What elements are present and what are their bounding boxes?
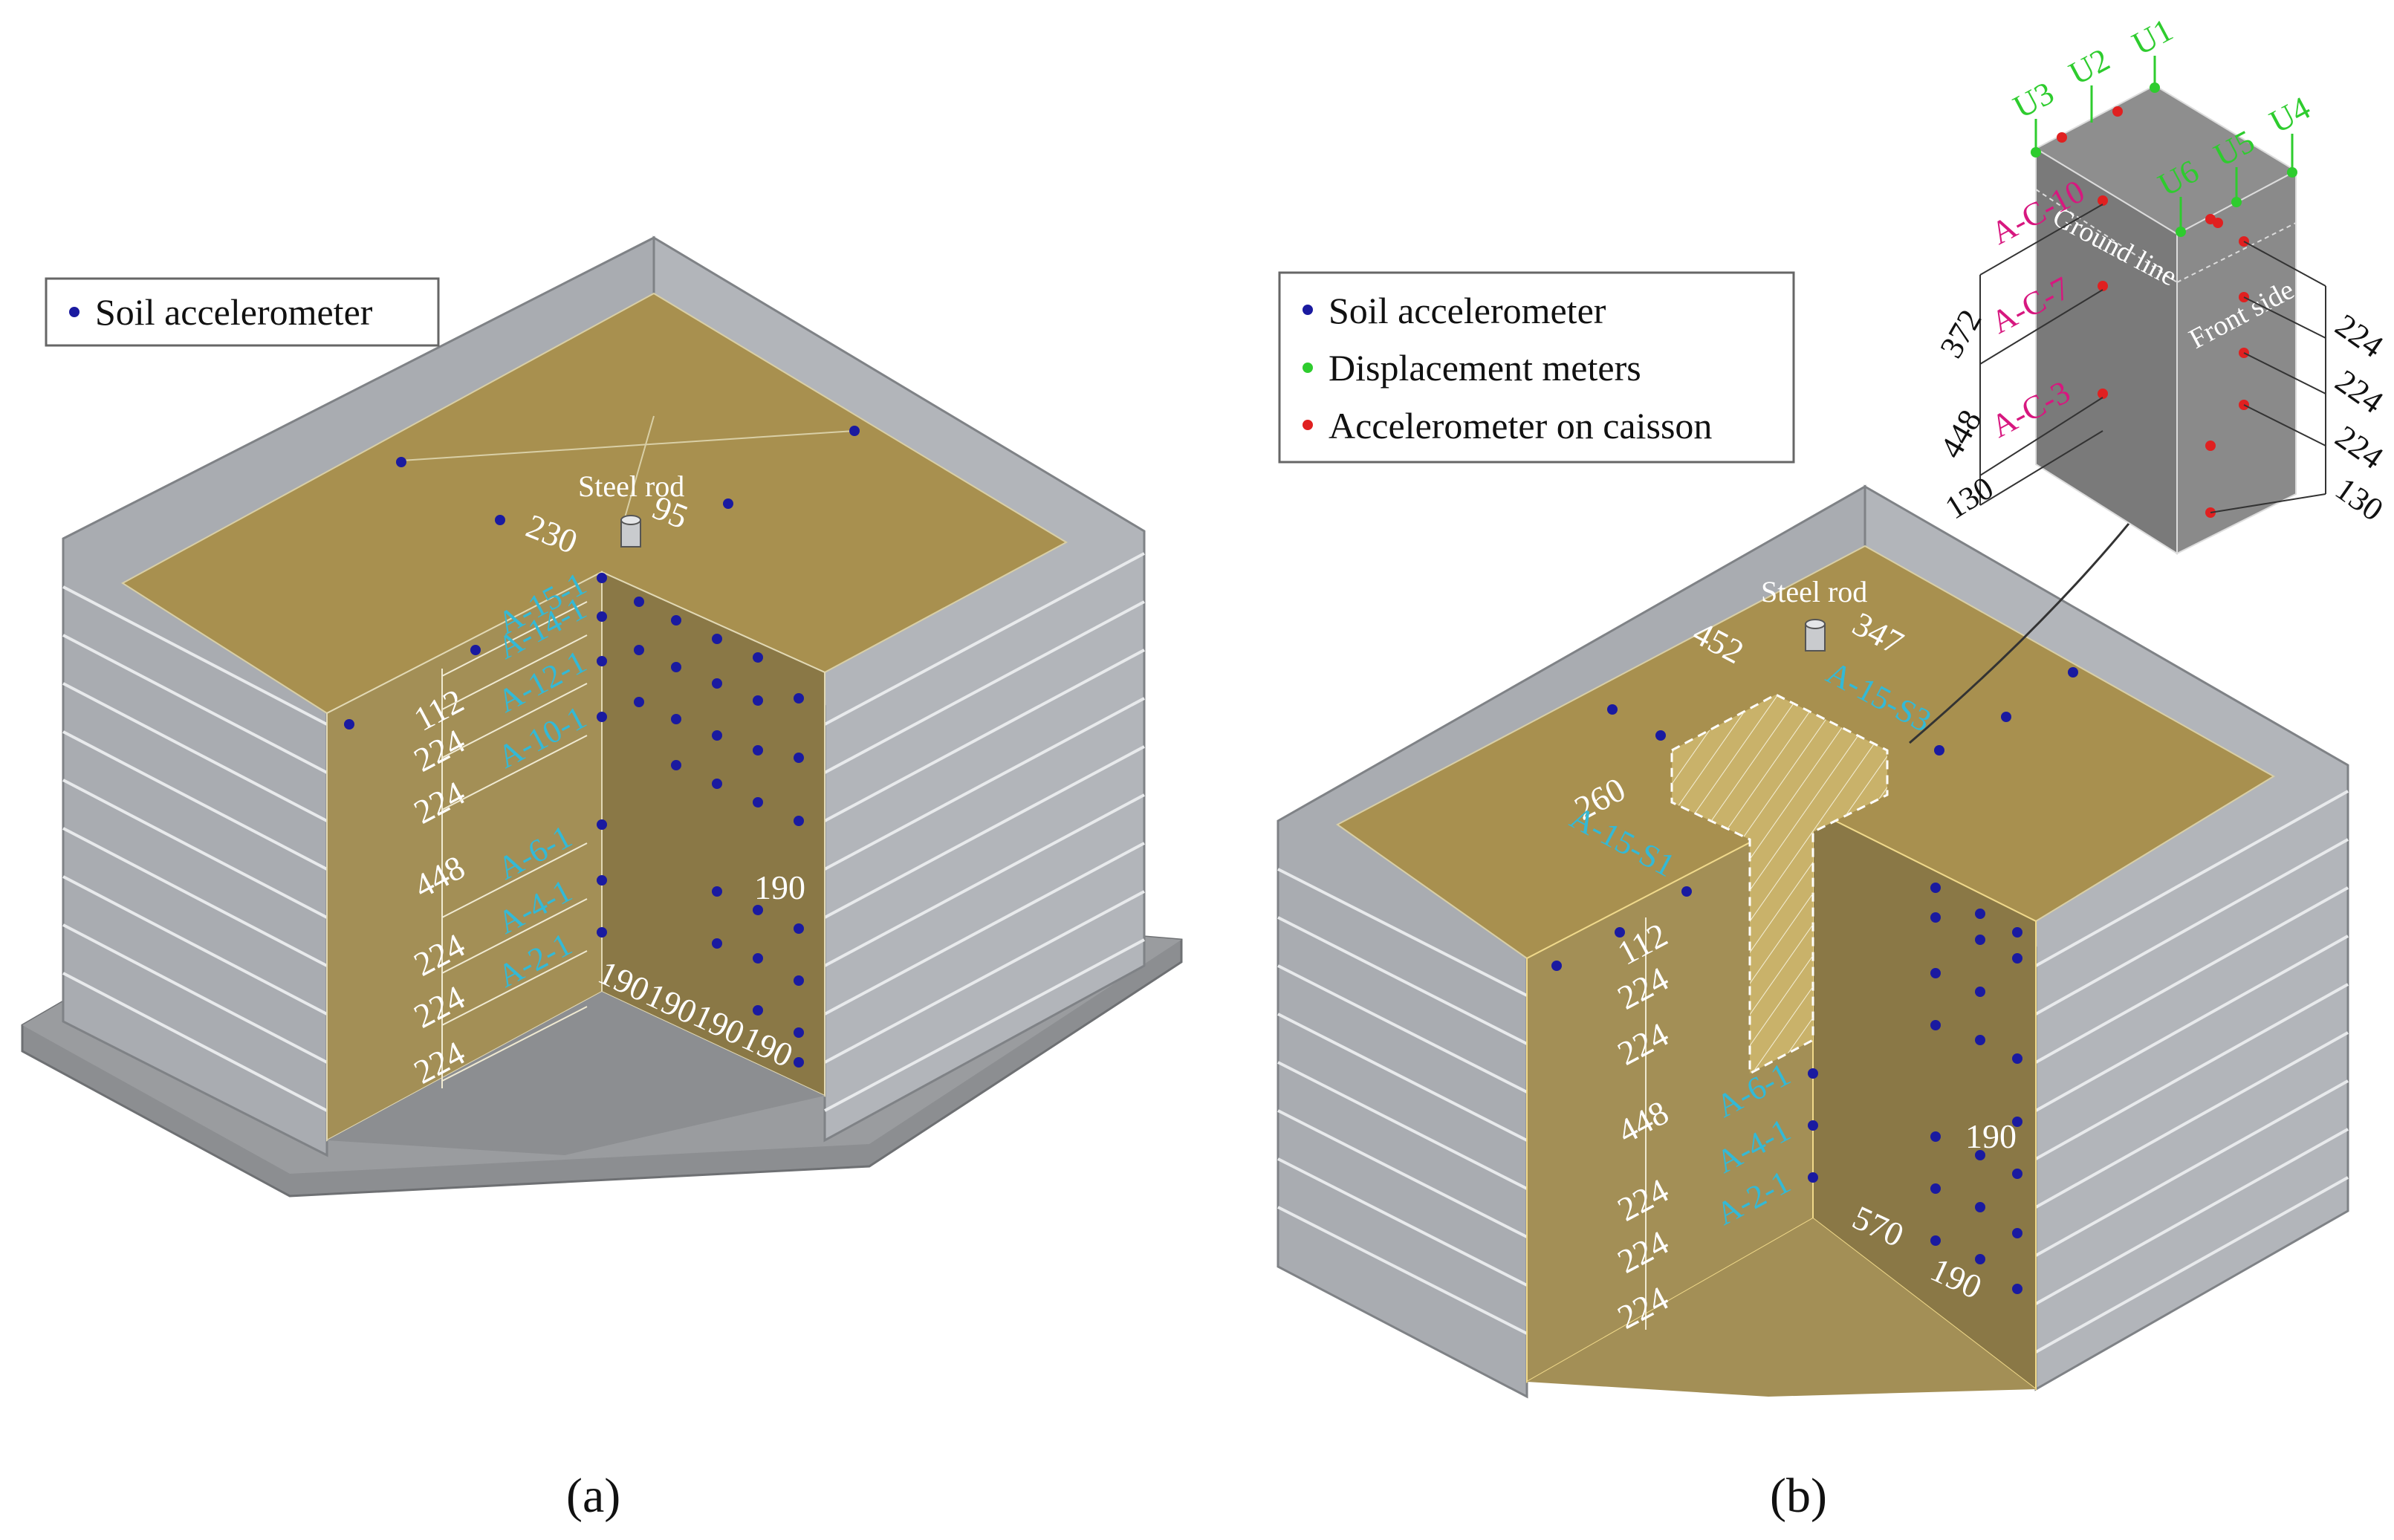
panel-b-label: (b) [1770, 1469, 1827, 1523]
right-wall-stripes [824, 552, 1145, 1112]
steel-rod [620, 515, 641, 548]
soil-accelerometers-b [1551, 667, 2078, 1294]
inset-left-dim-lines [1979, 204, 2103, 506]
svg-text:U2: U2 [2063, 41, 2115, 92]
legend-b-disp: Displacement meters [1329, 347, 1641, 389]
disp-meter-dots [2031, 82, 2297, 237]
left-dim-ticks [441, 601, 588, 1082]
left-wall-stripes-b [1277, 868, 1528, 1335]
legend-soil-dot [69, 307, 80, 317]
steel-rod-label-b: Steel rod [1761, 575, 1867, 608]
caisson-accelerometers [2057, 106, 2249, 518]
legend-b-soil: Soil accelerometer [1329, 290, 1606, 331]
legend-b: Soil accelerometer Displacement meters A… [1278, 271, 1795, 464]
right-wall-stripes-b [2035, 790, 2349, 1354]
steel-rod-label: Steel rod [578, 470, 684, 503]
side-dim-b: 190 [1965, 1117, 2017, 1155]
cut-floor [327, 992, 825, 1155]
left-wall-stripes [62, 585, 328, 1112]
svg-text:224: 224 [2329, 418, 2390, 476]
side-dim-a: 190 [754, 868, 805, 906]
steel-rod-b [1805, 619, 1826, 652]
cut-floor-b [1527, 1218, 2036, 1397]
svg-text:130: 130 [2329, 470, 2390, 528]
svg-text:224: 224 [2329, 307, 2390, 365]
disp-meter-leaders [2034, 56, 2294, 230]
legend-a: Soil accelerometer [45, 277, 440, 347]
inset-right-dim-lines [2210, 241, 2326, 513]
panel-a: Steel rod 230 95 112 224 224 448 224 224… [21, 235, 1183, 1523]
svg-text:224: 224 [2329, 363, 2390, 420]
svg-text:U3: U3 [2008, 74, 2060, 126]
legend-soil-label: Soil accelerometer [95, 291, 373, 333]
inset-right-dims: 224 224 224 130 [2329, 307, 2390, 528]
panel-a-label: (a) [566, 1469, 620, 1523]
caisson-inset: Ground line Front side U3 U2 U1 U4 U5 U6 [1933, 11, 2390, 555]
legend-b-caisson: Accelerometer on caisson [1329, 405, 1712, 446]
svg-text:U1: U1 [2127, 11, 2179, 62]
soil-accelerometers-a [344, 426, 860, 1068]
svg-text:U4: U4 [2264, 89, 2316, 140]
svg-text:130: 130 [1939, 470, 1999, 527]
caisson-cut [1670, 693, 1889, 1076]
panel-b: Steel rod 452 347 260 A-15-S3 A-15-S1 11… [1277, 11, 2390, 1523]
caisson-right [2176, 169, 2297, 555]
